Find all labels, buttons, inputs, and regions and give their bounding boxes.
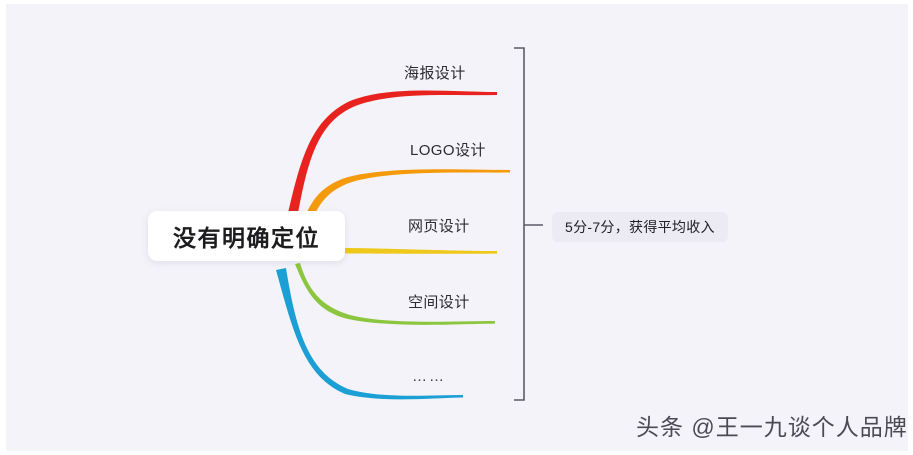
branch-label-kongjian[interactable]: 空间设计 bbox=[408, 294, 470, 311]
branch-label-haibao[interactable]: 海报设计 bbox=[404, 65, 466, 82]
annotation-text: 5分-7分，获得平均收入 bbox=[565, 219, 715, 235]
center-node-label: 没有明确定位 bbox=[173, 225, 320, 251]
annotation-pill[interactable]: 5分-7分，获得平均收入 bbox=[552, 212, 728, 242]
branch-curve-wangye bbox=[341, 248, 497, 254]
branch-label-logo[interactable]: LOGO设计 bbox=[410, 142, 486, 159]
grouping-bracket bbox=[514, 47, 525, 401]
center-node[interactable]: 没有明确定位 bbox=[148, 211, 345, 261]
branch-label-more[interactable]: …… bbox=[412, 368, 446, 385]
watermark: 头条 @王一九谈个人品牌 bbox=[636, 414, 908, 440]
branch-label-wangye[interactable]: 网页设计 bbox=[408, 218, 470, 235]
